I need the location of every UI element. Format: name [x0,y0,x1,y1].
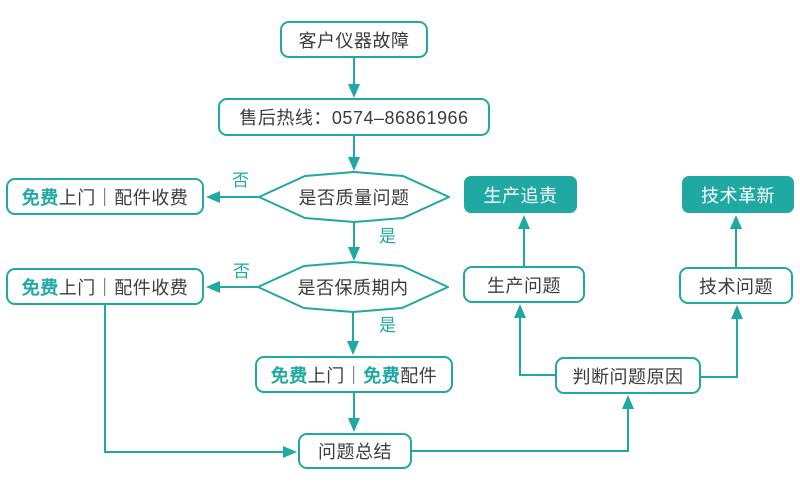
node-decision-warranty-label: 是否保质期内 [297,278,409,298]
node-production-accountability-label: 生产追责 [483,185,558,206]
node-technical-innovation: 技术革新 [682,176,794,213]
node-decision-quality: 是否质量问题 [258,171,450,223]
node-free-visit-paid-parts-2: 免费上门｜配件收费 [6,268,204,305]
edge-label-yes-2: 是 [379,316,396,335]
free-label-accent: 免费 [21,277,59,298]
paid-parts-label: 上门｜配件收费 [58,277,189,298]
node-judge-cause: 判断问题原因 [555,357,701,394]
node-decision-quality-label: 是否质量问题 [298,188,410,208]
node-technical-innovation-label: 技术革新 [701,185,775,206]
free-label-accent: 免费 [21,187,59,208]
node-customer-fault: 客户仪器故障 [280,21,428,58]
node-production-problem: 生产问题 [463,266,585,303]
node-judge-cause-label: 判断问题原因 [572,366,684,387]
node-hotline: 售后热线：0574–86861966 [218,98,490,136]
node-production-problem-label: 生产问题 [487,275,561,296]
free-free-label-mid: 上门｜ [307,365,364,386]
node-free-visit-paid-parts-1: 免费上门｜配件收费 [6,178,204,215]
free-label-accent: 免费 [270,365,308,386]
decision-hexagon-shape [257,261,449,313]
node-hotline-label: 售后热线：0574–86861966 [239,108,469,128]
edge-label-no-1: 否 [232,171,249,190]
node-summary: 问题总结 [298,433,412,469]
free-label-accent: 免费 [363,365,401,386]
node-customer-fault-label: 客户仪器故障 [298,30,410,51]
node-technical-problem: 技术问题 [679,267,793,304]
node-summary-label: 问题总结 [318,442,392,462]
paid-parts-label: 上门｜配件收费 [58,187,189,208]
edge-label-no-2: 否 [233,262,250,281]
edge-label-yes-1: 是 [379,227,396,246]
decision-hexagon-shape [258,171,450,223]
node-decision-warranty: 是否保质期内 [257,261,449,313]
node-technical-problem-label: 技术问题 [699,276,773,297]
node-free-visit-free-parts: 免费上门｜免费配件 [255,356,453,393]
node-production-accountability: 生产追责 [464,176,577,213]
free-free-label-end: 配件 [400,365,438,386]
